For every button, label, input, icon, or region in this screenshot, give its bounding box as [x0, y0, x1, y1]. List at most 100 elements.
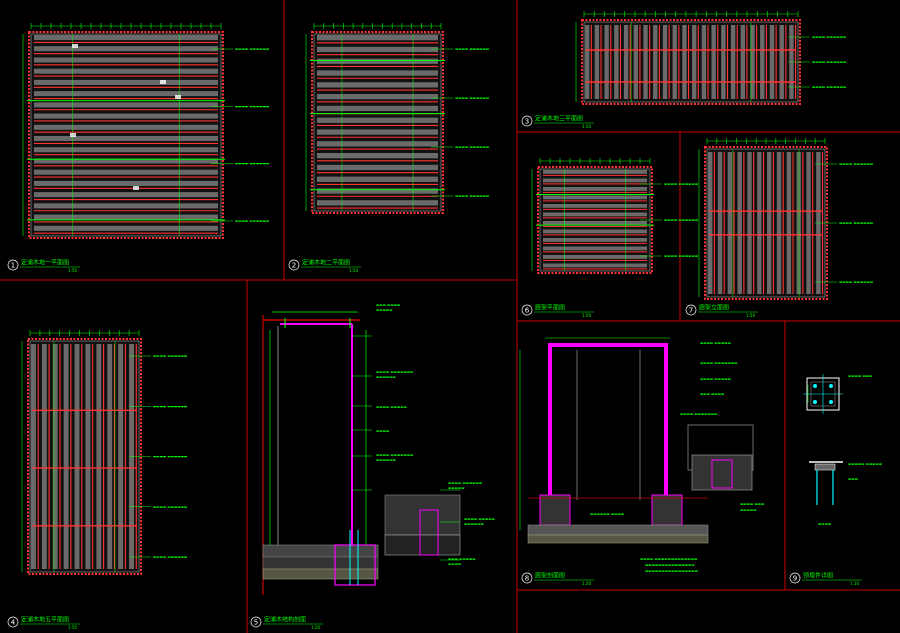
annotation-text: ▬▬▬▬ ▬▬▬▬▬▬: [839, 162, 873, 166]
plan-view-1: ▬▬▬▬ ▬▬▬▬▬▬▬▬▬▬ ▬▬▬▬▬▬▬▬▬▬ ▬▬▬▬▬▬▬▬▬▬ ▬▬…: [22, 23, 269, 239]
svg-text:▬▬▬▬ ▬▬▬▬▬▬▬▬▬▬▬▬▬: ▬▬▬▬ ▬▬▬▬▬▬▬▬▬▬▬▬▬: [640, 557, 697, 561]
svg-text:▬▬▬▬▬: ▬▬▬▬▬: [448, 486, 465, 490]
deck-plank: [317, 141, 438, 147]
deck-plank: [317, 200, 438, 206]
deck-plank: [31, 344, 36, 569]
annotation-text: ▬▬▬▬ ▬▬▬▬▬▬: [812, 35, 846, 39]
deck-plank: [779, 25, 784, 99]
view-scale: 1:50: [582, 124, 591, 129]
svg-text:▬▬▬ ▬▬▬▬: ▬▬▬ ▬▬▬▬: [700, 392, 724, 396]
view-title: 定浦木地一平面图: [21, 259, 69, 267]
view-number-circle: [521, 115, 533, 127]
view-title: 定浦木地五平面图: [21, 616, 69, 624]
svg-text:▬▬▬▬: ▬▬▬▬: [448, 562, 461, 566]
annotation-text: ▬▬▬▬ ▬▬▬▬▬▬: [235, 219, 269, 223]
deck-plank: [74, 344, 80, 569]
deck-plank: [543, 246, 647, 251]
annotation-text: ▬▬▬▬ ▬▬▬▬▬▬: [839, 221, 873, 225]
view-number-circle: [288, 259, 300, 271]
annotation-text: ▬▬▬▬ ▬▬▬▬▬▬: [153, 455, 187, 459]
deck-plank: [604, 25, 609, 99]
view-number-circle: [7, 259, 19, 271]
deck-plank: [740, 25, 746, 99]
svg-text:▬▬▬▬▬▬: ▬▬▬▬▬▬: [376, 375, 396, 379]
view-scale: 1:20: [311, 625, 320, 630]
view-title: 定浦木地二平面图: [302, 259, 350, 267]
section-marker: [160, 80, 166, 84]
svg-text:▬▬▬▬▬▬ ▬▬▬▬: ▬▬▬▬▬▬ ▬▬▬▬: [590, 512, 624, 516]
deck-plank: [717, 152, 723, 294]
annotation-text: ▬▬▬▬ ▬▬▬▬▬▬: [664, 254, 698, 258]
annotation-text: ▬▬▬▬ ▬▬▬▬▬▬: [455, 145, 489, 149]
deck-outline: [706, 148, 826, 298]
view-scale: 1:50: [582, 313, 591, 318]
view-number-circle: [521, 304, 533, 316]
annotation-text: ▬▬▬▬ ▬▬▬▬▬▬: [455, 96, 489, 100]
deck-plank: [34, 180, 218, 186]
deck-plank: [34, 225, 218, 231]
deck-plank: [34, 192, 218, 198]
deck-plank: [543, 204, 647, 208]
deck-plank: [543, 221, 647, 225]
svg-text:▬▬▬▬▬: ▬▬▬▬▬: [740, 508, 757, 512]
deck-plank: [118, 344, 124, 569]
deck-plank: [653, 25, 658, 99]
deck-plank: [711, 25, 716, 99]
view-number: 2: [292, 262, 296, 270]
view-scale: 1:50: [349, 268, 358, 273]
detail-view-9: ▬▬▬▬ ▬▬▬ ▬▬▬▬▬ ▬▬▬▬▬ ▬▬▬ ▬▬▬▬: [803, 374, 882, 526]
annotation-text: ▬▬▬▬ ▬▬▬▬▬▬: [153, 354, 187, 358]
deck-frame: [537, 166, 653, 274]
view-number: 3: [525, 118, 529, 126]
view-number-circle: [685, 304, 697, 316]
plan-view-3: ▬▬▬▬ ▬▬▬▬▬▬▬▬▬▬ ▬▬▬▬▬▬▬▬▬▬ ▬▬▬▬▬▬: [575, 11, 846, 105]
section-marker: [133, 186, 139, 190]
deck-plank: [317, 58, 438, 64]
deck-plank: [786, 152, 792, 294]
deck-plank: [34, 147, 218, 153]
deck-plank: [34, 68, 218, 74]
deck-plank: [727, 152, 733, 294]
view-number: 8: [525, 575, 529, 583]
deck-plank: [317, 105, 438, 112]
deck-outline: [30, 33, 222, 237]
view-scale: 1:50: [68, 268, 77, 273]
svg-text:▬▬▬▬ ▬▬▬▬▬▬▬: ▬▬▬▬ ▬▬▬▬▬▬▬: [700, 361, 738, 365]
deck-plank: [34, 35, 218, 41]
deck-plank: [34, 91, 218, 97]
svg-text:▬▬▬▬ ▬▬▬: ▬▬▬▬ ▬▬▬: [740, 502, 764, 506]
section-view-5: ▬▬▬ ▬▬▬▬▬▬▬▬▬ ▬▬▬▬ ▬▬▬▬▬▬▬▬▬▬▬▬▬ ▬▬▬▬ ▬▬…: [262, 303, 495, 595]
view-title: 定浦木地三平面图: [535, 115, 583, 123]
plan-view-7: ▬▬▬▬ ▬▬▬▬▬▬▬▬▬▬ ▬▬▬▬▬▬▬▬▬▬ ▬▬▬▬▬▬: [698, 138, 873, 300]
svg-text:▬▬▬ ▬▬▬▬: ▬▬▬ ▬▬▬▬: [376, 303, 400, 307]
deck-plank: [796, 152, 801, 294]
deck-plank: [317, 82, 438, 88]
plan-view-6: ▬▬▬▬ ▬▬▬▬▬▬▬▬▬▬ ▬▬▬▬▬▬▬▬▬▬ ▬▬▬▬▬▬: [531, 158, 698, 274]
view-number: 4: [11, 619, 16, 627]
annotation-text: ▬▬▬▬ ▬▬▬▬▬▬: [153, 404, 187, 408]
deck-plank: [767, 152, 772, 294]
section-view-8: ▬▬▬▬ ▬▬▬▬▬ ▬▬▬▬ ▬▬▬▬▬▬▬ ▬▬▬▬ ▬▬▬▬▬ ▬▬▬ ▬…: [519, 337, 764, 573]
deck-plank: [750, 25, 755, 99]
view-title: 廊架立面图: [699, 304, 729, 312]
deck-plank: [543, 255, 647, 259]
deck-plank: [317, 46, 438, 53]
view-title: 定浦木结构剖面: [264, 616, 306, 624]
deck-plank: [317, 117, 438, 123]
deck-plank: [730, 25, 736, 99]
deck-plank: [543, 263, 647, 268]
svg-text:▬▬▬▬ ▬▬▬: ▬▬▬▬ ▬▬▬: [848, 374, 872, 378]
view-title: 廊架剖面图: [535, 572, 565, 580]
deck-plank: [623, 25, 629, 99]
deck-plank: [317, 35, 438, 41]
deck-plank: [806, 152, 811, 294]
svg-text:▬▬▬▬ ▬▬▬▬▬▬▬: ▬▬▬▬ ▬▬▬▬▬▬▬: [680, 412, 718, 416]
deck-plank: [317, 153, 438, 159]
view-title: 预埋件详图: [803, 572, 833, 580]
deck-plank: [760, 25, 765, 99]
